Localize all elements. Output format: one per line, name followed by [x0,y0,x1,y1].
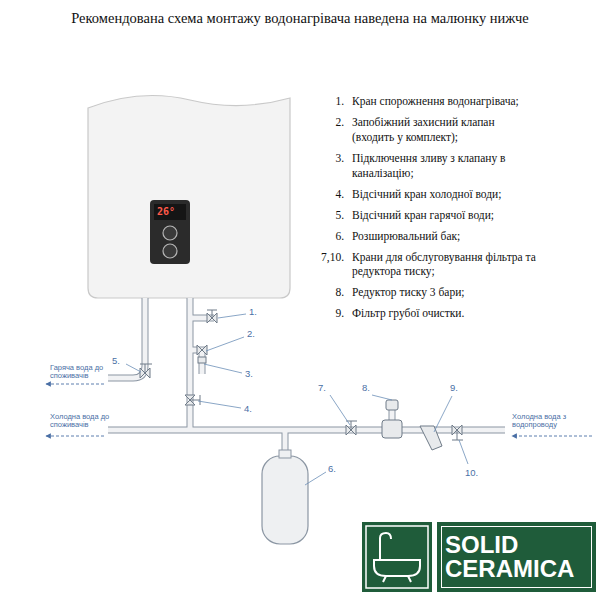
list-item: 6.Розширювальний бак; [308,229,593,244]
list-number: 4. [308,187,352,202]
bathtub-icon [374,533,420,582]
list-number: 8. [308,285,352,300]
callout-number: 8. [362,382,370,393]
list-number: 2. [308,115,352,145]
legend-list: 1.Кран спорожнення водонагрівача;2.Запоб… [308,94,593,327]
callout-number: 6. [328,463,336,474]
title: Рекомендована схема монтажу водонагрівач… [30,10,570,27]
display-screen [154,204,186,220]
pipe-fill [108,298,505,456]
callout-number: 10. [465,467,478,478]
list-text: Відсічний кран гарячої води; [352,208,537,223]
list-text: Крани для обслуговування фільтра та реду… [352,250,537,280]
list-number: 7,10. [308,250,352,280]
list-text: Підключення зливу з клапану в каналізаці… [352,151,537,181]
list-number: 5. [308,208,352,223]
list-item: 4.Відсічний кран холодної води; [308,187,593,202]
logo-frame [366,526,428,588]
list-item: 1.Кран спорожнення водонагрівача; [308,94,593,109]
knob [163,244,177,258]
list-item: 3.Підключення зливу з клапану в каналіза… [308,151,593,181]
knob [163,226,177,240]
callout-number: 5. [112,355,120,366]
valves [140,310,463,450]
list-item: 5.Відсічний кран гарячої води; [308,208,593,223]
list-text: Фільтр грубої очистки. [352,306,537,321]
list-item: 8.Редуктор тиску 3 бари; [308,285,593,300]
list-text: Редуктор тиску 3 бари; [352,285,537,300]
logo-icon-square [362,522,432,592]
list-number: 3. [308,151,352,181]
callout-number: 9. [450,382,458,393]
callout-number: 3. [245,368,253,379]
expansion-tank [262,456,308,544]
callout-number: 7. [318,382,326,393]
list-number: 1. [308,94,352,109]
pipe-outline [108,298,505,456]
logo-box: SOLID CERAMICA [437,522,596,592]
pipe-label: Холодна вода з водопроводу [512,413,590,430]
list-item: 7,10.Крани для обслуговування фільтра та… [308,250,593,280]
pipe-label: Холодна вода до споживачів [50,413,112,430]
list-text: Кран спорожнення водонагрівача; [352,94,537,109]
callout-number: 2. [247,328,255,339]
leader-lines [126,314,468,485]
list-number: 6. [308,229,352,244]
logo-text: SOLID CERAMICA [445,533,588,582]
list-item: 9.Фільтр грубої очистки. [308,306,593,321]
pipe-label: Гаряча вода до споживачів [50,364,112,381]
tank-fitting [279,450,291,458]
callout-number: 4. [244,403,252,414]
list-number: 9. [308,306,352,321]
water-heater-body [88,96,290,299]
list-text: Відсічний кран холодної води; [352,187,537,202]
list-text: Розширювальний бак; [352,229,537,244]
control-panel [150,200,190,264]
list-text: Запобіжний захисний клапан (входить у ко… [352,115,537,145]
display-value: 26° [157,206,175,217]
callout-number: 1. [249,306,257,317]
list-item: 2.Запобіжний захисний клапан (входить у … [308,115,593,145]
